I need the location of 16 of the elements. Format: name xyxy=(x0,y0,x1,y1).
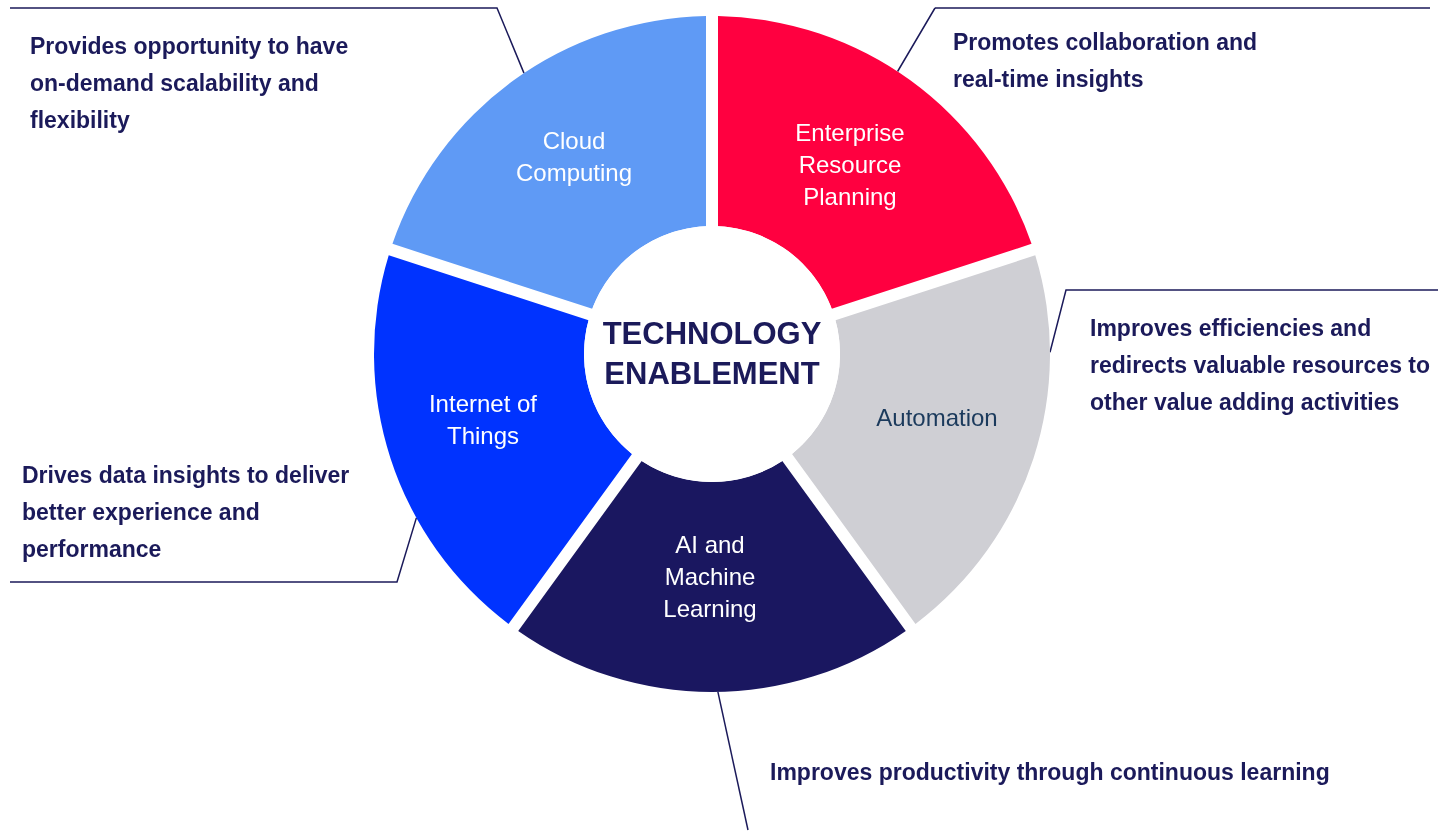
description-text: Improves productivity through continuous learning xyxy=(748,752,1338,830)
description-text: Provides opportunity to have on-demand scalability and flexibility xyxy=(10,8,355,148)
description-text: Drives data insights to deliver better experience and performance xyxy=(10,455,360,582)
leader-line xyxy=(9,7,525,74)
description-text: Promotes collaboration and real-time insights xyxy=(935,8,1430,100)
center-title: TECHNOLOGY ENABLEMENT xyxy=(601,315,823,393)
segment-label: AI and Machine Learning xyxy=(662,530,758,624)
leader-line xyxy=(717,691,749,831)
segment-label: Automation xyxy=(875,403,999,433)
leader-line xyxy=(896,7,1431,73)
segment-label: Internet of Things xyxy=(427,389,539,451)
segment-label: Cloud Computing xyxy=(514,126,634,188)
leader-line xyxy=(9,517,418,583)
leader-line xyxy=(1049,289,1439,353)
segment-label: Enterprise Resource Planning xyxy=(794,118,906,212)
description-text: Improves efficiencies and redirects valuable resources to other value adding activities xyxy=(1066,290,1438,455)
